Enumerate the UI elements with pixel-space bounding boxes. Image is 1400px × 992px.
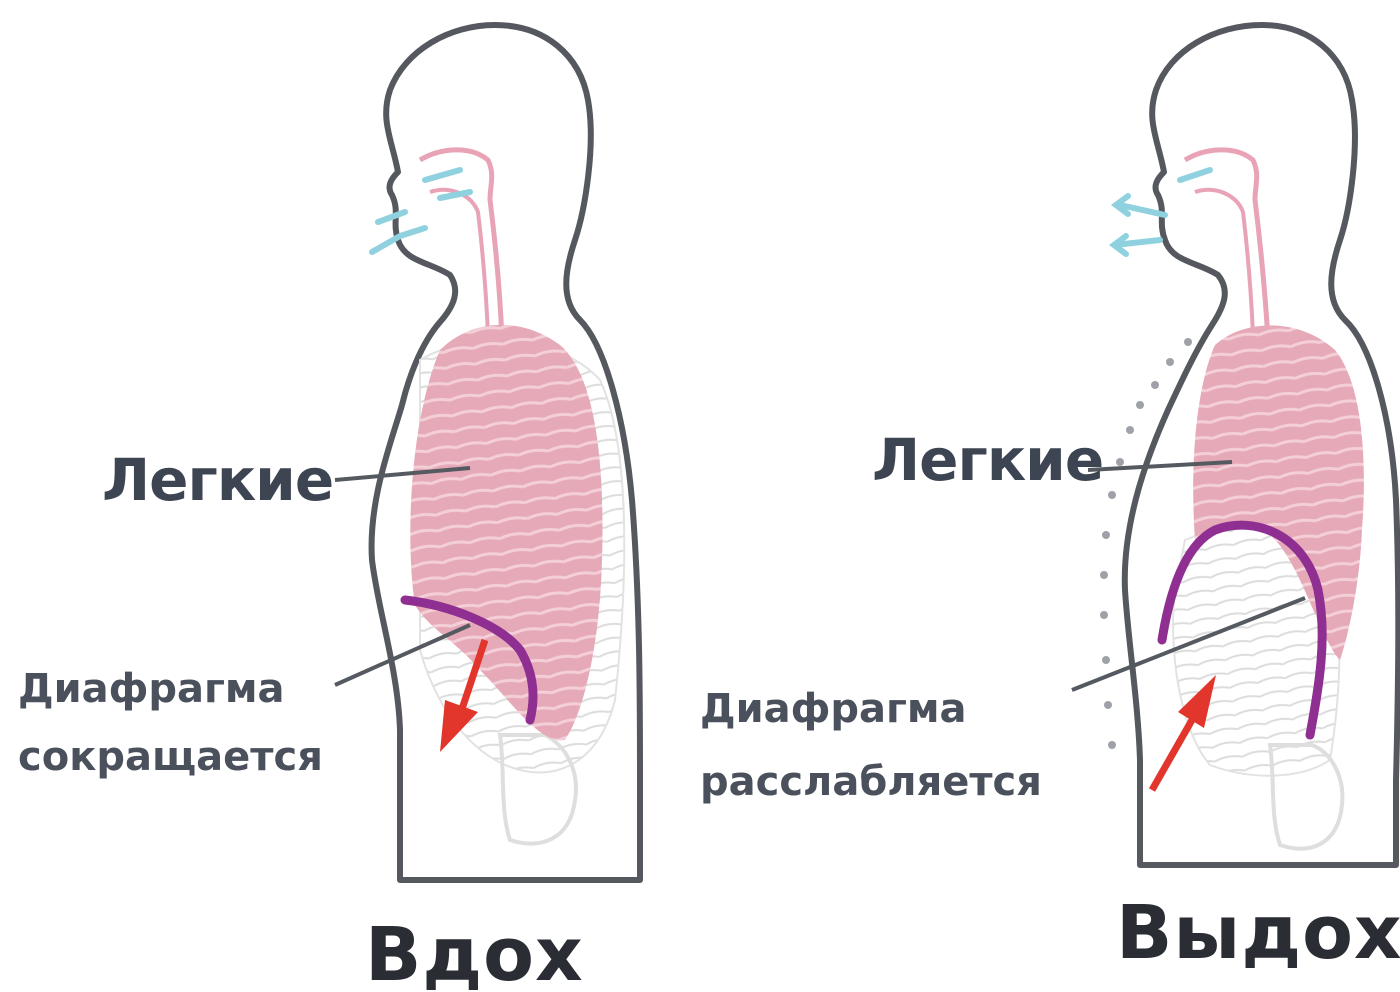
diaphragm-label-line1: Диафрагма (18, 666, 285, 712)
panel-exhale: Легкие Диафрагма расслабляется Выдох (700, 25, 1400, 976)
diaphragm-label-line1: Диафрагма (700, 686, 967, 732)
panel-caption: Выдох (1116, 890, 1400, 976)
panel-caption: Вдох (365, 912, 584, 992)
lungs-label: Легкие (872, 426, 1103, 494)
panel-inhale: Легкие Диафрагма сокращается Вдох (18, 25, 640, 992)
lungs-label: Легкие (102, 446, 333, 514)
diaphragm-label-line2: расслабляется (700, 759, 1042, 805)
diaphragm-label-line2: сокращается (18, 734, 323, 780)
